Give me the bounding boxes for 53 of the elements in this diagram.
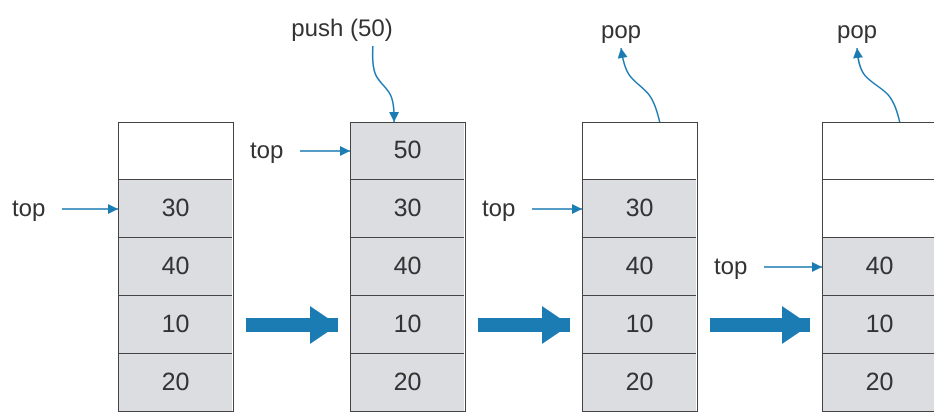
stack-cell: [119, 238, 232, 296]
operation-text: pop: [836, 17, 878, 45]
pointer-text: top: [482, 195, 516, 223]
cell-value: 10: [626, 310, 654, 338]
stack-cell: [351, 123, 464, 180]
stack-cell: [583, 296, 696, 354]
pointer-text: top: [12, 195, 46, 223]
stack-column: [582, 122, 698, 412]
pointer-arrow: [62, 204, 118, 214]
cell-value: 10: [866, 310, 894, 338]
pointer-arrow: [300, 146, 350, 156]
cell-value: 20: [394, 368, 422, 396]
cell-value: 10: [162, 310, 190, 338]
stack-cell: [823, 238, 934, 296]
stack-cell: [823, 354, 934, 412]
stack-cell: [351, 238, 464, 296]
transition-arrow: [478, 306, 570, 344]
cell-value: 40: [626, 252, 654, 280]
pointer-arrow: [764, 262, 822, 272]
stack-cell: [119, 180, 232, 238]
pointer-arrow: [853, 48, 900, 122]
stack-cell: [351, 354, 464, 412]
cell-value: 20: [866, 368, 894, 396]
cell-value: 50: [394, 136, 422, 166]
stack-cell: [583, 354, 696, 412]
transition-arrow: [246, 306, 338, 344]
operation-text: pop: [600, 17, 642, 45]
stack-column: [118, 122, 234, 412]
cell-value: 40: [162, 252, 190, 280]
cell-value: 30: [162, 194, 190, 222]
pointer-arrow: [532, 204, 582, 214]
cell-value: 40: [866, 252, 894, 280]
pointer-text: top: [250, 137, 284, 165]
cell-value: 20: [626, 368, 654, 396]
stack-cell: [119, 296, 232, 354]
cell-value: 30: [394, 194, 422, 222]
stack-cell: [119, 354, 232, 412]
cell-value: 30: [626, 194, 654, 222]
cell-value: 20: [162, 368, 190, 396]
stack-cell: [583, 238, 696, 296]
pointer-text: top: [714, 253, 748, 281]
cell-value: 10: [394, 310, 422, 338]
pointer-arrow: [372, 46, 400, 122]
operation-text: push (50): [291, 15, 393, 43]
stack-cell: [583, 180, 696, 238]
cell-value: 40: [394, 252, 422, 280]
stack-cell: [823, 296, 934, 354]
stack-column: [350, 122, 466, 412]
pointer-arrow: [618, 48, 660, 122]
transition-arrow: [710, 306, 810, 344]
stack-cell: [351, 180, 464, 238]
stack-column: [822, 122, 934, 412]
stack-cell: [351, 296, 464, 354]
